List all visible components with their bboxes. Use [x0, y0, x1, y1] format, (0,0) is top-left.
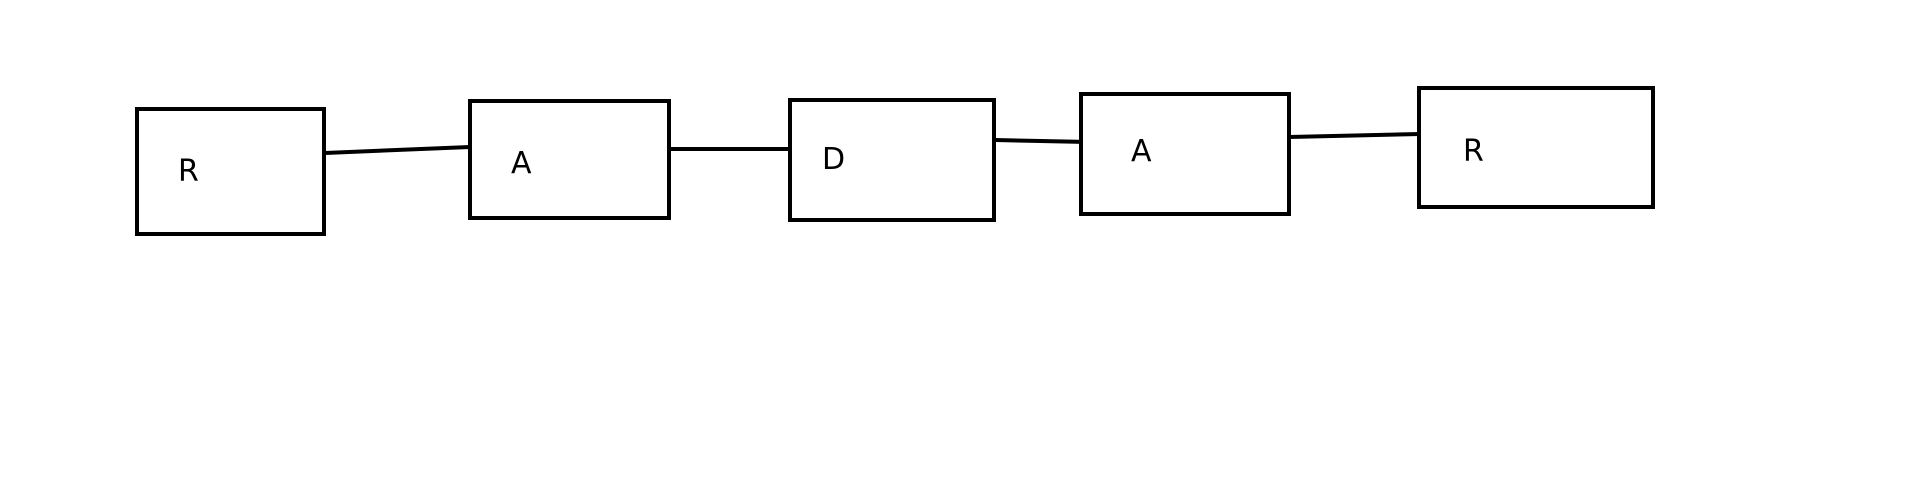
node-box — [1417, 86, 1655, 209]
node-r-left: R — [135, 107, 326, 236]
node-label: R — [1463, 134, 1484, 169]
node-a-left: A — [468, 99, 671, 220]
node-label: D — [822, 142, 845, 177]
node-r-right: R — [1417, 86, 1655, 209]
node-label: A — [1131, 134, 1152, 169]
edge-n1-n2 — [323, 145, 472, 155]
node-box — [1079, 92, 1291, 216]
node-box — [468, 99, 671, 220]
edge-n4-n5 — [1287, 132, 1422, 139]
node-a-right: A — [1079, 92, 1291, 216]
node-label: A — [511, 146, 532, 181]
node-d-center: D — [788, 98, 996, 222]
node-label: R — [178, 154, 199, 189]
edge-n3-n4 — [993, 138, 1090, 148]
node-box — [788, 98, 996, 222]
node-box — [135, 107, 326, 236]
